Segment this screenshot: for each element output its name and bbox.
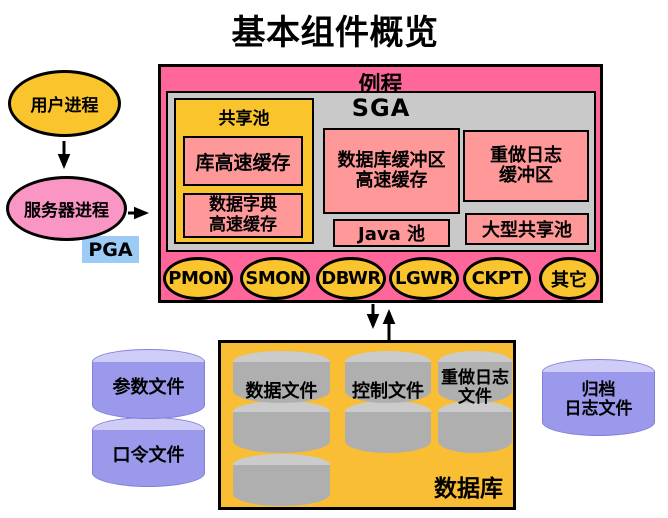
redo-log-files-cylinder-stack: 重做日志 文件 (438, 351, 512, 455)
process-ellipse-dbwr: DBWR (316, 257, 386, 300)
process-ellipse-ckpt: CKPT (463, 257, 531, 300)
process-ellipse-pmon: PMON (163, 257, 233, 300)
cylinder (438, 351, 512, 403)
page-title: 基本组件概览 (231, 13, 439, 53)
user-process-ellipse: 用户进程 (8, 70, 121, 137)
parameter-file-cylinder: 参数文件 (92, 349, 205, 419)
instance-box: 例程 SGA 共享池 库高速缓存 数据字典 高速缓存 数据库缓冲区 高速缓存 重… (158, 64, 603, 303)
pga-badge: PGA (82, 236, 139, 263)
sga-box: SGA 共享池 库高速缓存 数据字典 高速缓存 数据库缓冲区 高速缓存 重做日志… (166, 91, 596, 252)
archive-log-files-cylinder: 归档 日志文件 (542, 359, 655, 436)
control-files-label: 控制文件 (352, 381, 424, 402)
large-pool-box: 大型共享池 (465, 213, 589, 245)
cylinder (345, 351, 431, 403)
library-cache-box: 库高速缓存 (183, 136, 303, 186)
parameter-file-label: 参数文件 (112, 377, 185, 398)
process-ellipse-smon: SMON (240, 257, 310, 300)
database-buffer-cache-box: 数据库缓冲区 高速缓存 (323, 128, 460, 214)
redo-log-buffer-box: 重做日志 缓冲区 (463, 130, 589, 202)
cylinder (438, 401, 512, 453)
sga-title: SGA (351, 94, 411, 122)
shared-pool-box: 共享池 库高速缓存 数据字典 高速缓存 (174, 98, 314, 244)
database-box: 数据库 数据文件 控制文件 重做日志 文件 (218, 340, 516, 510)
redo-log-files-label: 重做日志 文件 (441, 368, 509, 408)
data-files-label: 数据文件 (245, 381, 318, 402)
cylinder (345, 401, 431, 453)
process-ellipse-other: 其它 (539, 257, 599, 300)
server-process-label: 服务器进程 (24, 201, 109, 221)
process-ellipse-lgwr: LGWR (389, 257, 459, 300)
password-file-cylinder: 口令文件 (92, 417, 205, 487)
cylinder (233, 454, 330, 506)
control-files-cylinder-stack: 控制文件 (345, 351, 431, 455)
data-files-cylinder-stack: 数据文件 (233, 351, 330, 507)
cylinder (233, 401, 330, 453)
cylinder (233, 351, 330, 403)
server-process-ellipse: 服务器进程 (6, 176, 127, 241)
data-dictionary-cache-box: 数据字典 高速缓存 (183, 193, 303, 238)
archive-log-files-label: 归档 日志文件 (564, 380, 633, 420)
password-file-label: 口令文件 (112, 445, 185, 466)
shared-pool-title: 共享池 (218, 109, 270, 129)
java-pool-box: Java 池 (333, 219, 450, 247)
database-title: 数据库 (434, 476, 503, 502)
user-process-label: 用户进程 (30, 96, 99, 116)
